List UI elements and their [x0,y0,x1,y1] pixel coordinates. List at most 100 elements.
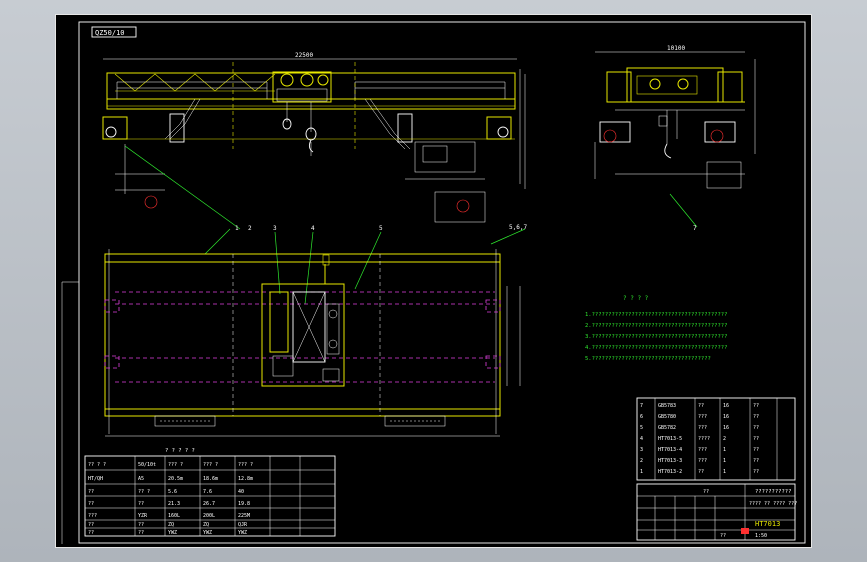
drawing-sheet: QZ50/10 22500 [55,14,812,548]
title-block-subtitle: ???? ?? ???? ??? [749,501,797,507]
code-box [91,26,137,38]
title-block-title: ??????????? [755,489,791,495]
spec-cell: 40 [238,489,244,495]
bom-cell: 6 [640,414,643,420]
title-block-scale: 1:50 [755,533,767,539]
bom-cell: ?? [753,458,759,464]
bom-cell: 5 [640,425,643,431]
bom-cell: ?? [698,469,704,475]
bom-cell: ?? [753,425,759,431]
bom-cell: 16 [723,425,729,431]
bom-cell: 2 [723,436,726,442]
spec-cell: ?? [138,530,144,536]
spec-cell: ??? [88,513,97,519]
part-label-5: 5 [379,225,383,232]
bom-cell: 4 [640,436,643,442]
bom-table [636,397,796,481]
bom-cell: 2 [640,458,643,464]
sheet-inner-border [78,21,806,544]
spec-cell: ?? [138,522,144,528]
bom-cell: ?? [753,469,759,475]
bom-cell: ??? [698,458,707,464]
part-label-2: 2 [248,225,252,232]
bom-cell: HT7013-5 [658,436,682,442]
spec-cell: ??? ? [203,462,218,468]
spec-cell: 12.8m [238,476,253,482]
bom-cell: ?? [753,447,759,453]
spec-cell: A5 [138,476,144,482]
bom-cell: GB5782 [658,425,676,431]
spec-cell: 160L [168,513,180,519]
spec-cell: 200L [203,513,215,519]
spec-table: ? ? ? ? ? [84,448,336,537]
part-label-4: 4 [311,225,315,232]
spec-cell: ??? ? [168,462,183,468]
title-block-number: HT7013 [755,520,780,528]
spec-cell: YWZ [168,530,177,536]
notes-heading: ? ? ? ? [623,295,649,302]
bom-cell: 7 [640,403,643,409]
spec-cell: 225M [238,513,250,519]
bom-cell: 16 [723,403,729,409]
spec-cell: 18.6m [203,476,218,482]
bom-cell: 3 [640,447,643,453]
bom-cell: ?? [698,403,704,409]
bom-cell: ??? [698,414,707,420]
code-box-text: QZ50/10 [95,29,125,37]
spec-cell: ?? [88,522,94,528]
bom-cell: 1 [723,447,726,453]
spec-cell: ?? [88,530,94,536]
spec-cell: 19.8 [238,501,250,507]
bom-cell: HT7013-2 [658,469,682,475]
spec-cell: ?? [88,489,94,495]
bom-cell: GB5780 [658,414,676,420]
part-label-7: 7 [693,225,697,232]
spec-cell: ZQ [203,522,209,528]
bom-cell: 1 [723,458,726,464]
note-line-5: 5.???????????????????????????????????? [585,356,711,362]
spec-cell: YWZ [203,530,212,536]
overall-span-dim: 22500 [295,52,313,59]
bom-cell: ?? [753,403,759,409]
title-block-company: ?? [703,489,709,495]
bom-cell: ??? [698,425,707,431]
part-label-3: 3 [273,225,277,232]
spec-cell: 7.6 [203,489,212,495]
title-block: ??????????? ???? ?? ???? ??? HT7013 1:50… [636,483,797,541]
note-line-1: 1.??????????????????????????????????????… [585,312,727,318]
note-line-3: 3.??????????????????????????????????????… [585,334,727,340]
technical-notes: ? ? ? ? 1.??????????????????????????????… [585,295,727,362]
spec-cell: ?? [88,501,94,507]
front-elevation: 22500 [102,52,526,223]
bom-cell: ???? [698,436,710,442]
spec-heading: ? ? ? ? ? [165,448,195,454]
note-line-2: 2.??????????????????????????????????????… [585,323,727,329]
spec-cell: ?? ? [138,489,150,495]
bom-cell: HT7013-4 [658,447,682,453]
plan-view [104,249,521,437]
spec-cell: QJR [238,522,248,528]
spec-cell: 26.7 [203,501,215,507]
bom-cell: 1 [640,469,643,475]
spec-cell: YZR [138,513,148,519]
spec-cell: YWZ [238,530,247,536]
title-block-sheet: ?? [720,533,726,539]
spec-cell: ?? ? ? [88,462,106,468]
note-line-4: 4.??????????????????????????????????????… [585,345,727,351]
side-elevation: 10100 [594,45,756,189]
bom-cell: HT7013-3 [658,458,682,464]
bom-cell: ?? [753,436,759,442]
spec-cell: ?? [138,501,144,507]
spec-cell: ??? ? [238,462,253,468]
bom-cell: 1 [723,469,726,475]
bom-cell: 16 [723,414,729,420]
bom-cell: ??? [698,447,707,453]
spec-cell: HT/QH [88,476,103,482]
part-label-1: 1 [235,225,239,232]
leader-lines [124,145,698,305]
cad-drawing: QZ50/10 22500 [55,14,812,548]
spec-cell: 21.3 [168,501,180,507]
spec-cell: 5.6 [168,489,177,495]
